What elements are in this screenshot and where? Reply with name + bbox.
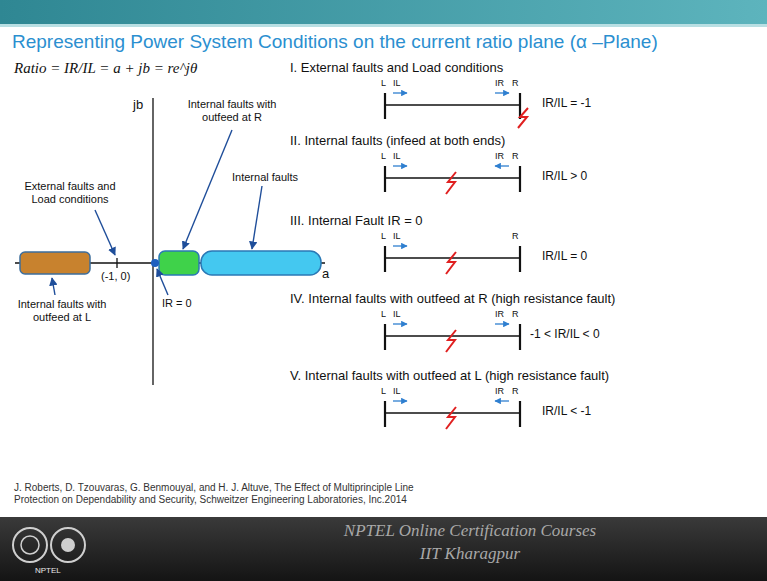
- line-diagram-4: [385, 324, 520, 352]
- axis-label: jb: [133, 98, 143, 113]
- line-diagram-4: [393, 323, 407, 324]
- reference-note: J. Roberts, D. Tzouvaras, G. Benmouyal, …: [14, 482, 434, 505]
- line-diagram-4: [384, 324, 386, 350]
- case-heading: IV. Internal faults with outfeed at R (h…: [290, 292, 615, 307]
- leader-arrows: [52, 278, 55, 295]
- current-label: IL: [393, 151, 401, 161]
- top-bar: [0, 24, 767, 27]
- line-diagram-1: [385, 104, 520, 106]
- line-diagram-2: [446, 172, 456, 194]
- line-diagram-3: [519, 246, 521, 272]
- region-callout: External faults and Load conditions: [20, 180, 120, 205]
- bottom-bar: [61, 538, 75, 552]
- line-diagram-5: [393, 400, 407, 401]
- bottom-bar: [51, 528, 85, 562]
- region-callout: Internal faults with outfeed at R: [178, 98, 286, 123]
- axis-label: a: [322, 267, 329, 282]
- ratio-condition: IR/IL > 0: [542, 170, 587, 184]
- region-callout: IR = 0: [162, 297, 192, 310]
- bus-label: L: [381, 231, 386, 241]
- case-heading: II. Internal faults (infeed at both ends…: [290, 134, 505, 149]
- bottom-bar: [0, 517, 767, 581]
- ratio-condition: IR/IL = -1: [542, 97, 591, 111]
- bottom-bar: [13, 528, 47, 562]
- bus-label: L: [381, 309, 386, 319]
- line-diagram-4: [495, 323, 509, 324]
- leader-arrows: [183, 130, 232, 249]
- case-heading: III. Internal Fault IR = 0: [290, 214, 423, 229]
- leader-arrows: [95, 210, 115, 255]
- footer-text: NPTEL Online Certification Courses: [270, 521, 670, 541]
- line-diagram-5: [384, 401, 386, 427]
- top-bar: [0, 0, 767, 27]
- line-diagram-4: [519, 324, 521, 350]
- footer-text: IIT Kharagpur: [270, 544, 670, 564]
- line-diagram-2: [384, 166, 386, 192]
- current-label: IR: [495, 78, 504, 88]
- bus-label: L: [381, 386, 386, 396]
- region-bands: [159, 251, 199, 275]
- line-diagram-3: [393, 245, 407, 246]
- bus-label: R: [512, 151, 519, 161]
- slide-title: Representing Power System Conditions on …: [12, 31, 658, 53]
- leader-arrows: [252, 186, 262, 249]
- alpha-plane-axes: [152, 98, 153, 385]
- bottom-bar: [0, 517, 767, 581]
- current-label: IL: [393, 309, 401, 319]
- line-diagram-1: [495, 92, 509, 93]
- ratio-condition: -1 < IR/IL < 0: [530, 328, 600, 342]
- line-diagram-2: [393, 165, 407, 166]
- logo-text: NPTEL: [35, 566, 61, 575]
- bus-label: R: [512, 386, 519, 396]
- current-label: IR: [495, 309, 504, 319]
- line-diagram-2: [495, 165, 509, 166]
- line-diagram-5: [495, 400, 509, 401]
- line-diagram-1: [518, 108, 528, 128]
- bottom-bar: [21, 536, 39, 554]
- bus-label: R: [512, 78, 519, 88]
- ratio-condition: IR/IL = 0: [542, 250, 587, 264]
- region-callout: Internal faults: [232, 171, 298, 184]
- line-diagram-3: [446, 252, 456, 274]
- bus-label: L: [381, 78, 386, 88]
- region-bands: [20, 252, 90, 274]
- region-callout: Internal faults with outfeed at L: [12, 298, 112, 323]
- current-label: IR: [495, 151, 504, 161]
- line-diagram-5: [385, 401, 520, 429]
- point-label: (-1, 0): [101, 270, 130, 283]
- current-label: IR: [495, 386, 504, 396]
- current-label: IL: [393, 78, 401, 88]
- region-bands: [201, 251, 321, 275]
- line-diagram-5: [446, 407, 456, 429]
- top-bar: [0, 0, 767, 24]
- region-bands: [20, 251, 321, 275]
- current-label: IL: [393, 386, 401, 396]
- line-diagram-2: [519, 166, 521, 192]
- line-diagram-2: [385, 166, 520, 194]
- current-label: IL: [393, 231, 401, 241]
- line-diagram-5: [519, 401, 521, 427]
- bus-label: R: [512, 231, 519, 241]
- line-diagram-1: [393, 92, 407, 93]
- leader-arrows: [157, 269, 168, 295]
- line-diagram-3: [385, 246, 520, 274]
- alpha-plane-axes: [15, 98, 325, 385]
- leader-arrows: [52, 130, 262, 295]
- formula: Ratio = IR/IL = a + jb = re^jθ: [14, 60, 197, 77]
- line-diagram-3: [384, 246, 386, 272]
- line-diagram-1: [384, 93, 386, 119]
- ratio-condition: IR/IL < -1: [542, 405, 591, 419]
- bus-label: L: [381, 151, 386, 161]
- case-heading: I. External faults and Load conditions: [290, 61, 503, 76]
- line-diagram-4: [446, 330, 456, 352]
- case-heading: V. Internal faults with outfeed at L (hi…: [290, 369, 609, 384]
- alpha-plane-axes: [116, 258, 117, 268]
- bus-label: R: [512, 309, 519, 319]
- line-diagram-1: [385, 93, 528, 128]
- region-bands: [151, 259, 159, 267]
